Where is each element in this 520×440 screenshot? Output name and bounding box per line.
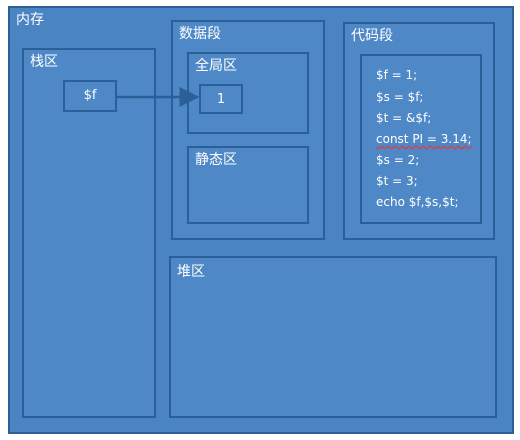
code-line: $s = 2;	[376, 153, 420, 167]
heap-area-box: 堆区	[169, 256, 497, 418]
global-value-label: 1	[216, 92, 226, 107]
static-area-box: 静态区	[187, 146, 309, 224]
stack-area-box: 栈区	[22, 48, 156, 418]
static-area-label: 静态区	[195, 152, 237, 168]
code-list-box: $f = 1; $s = $f; $t = &$f; const PI = 3.…	[360, 54, 482, 224]
code-segment-label: 代码段	[351, 28, 393, 44]
code-line: $t = 3;	[376, 174, 418, 188]
code-line: $f = 1;	[376, 68, 418, 82]
code-line: $t = &$f;	[376, 111, 432, 125]
stack-variable-box: $f	[63, 80, 117, 112]
code-line: $s = $f;	[376, 90, 424, 104]
code-line-const: const PI = 3.14;	[376, 132, 472, 146]
global-area-label: 全局区	[195, 58, 237, 74]
data-segment-label: 数据段	[179, 26, 221, 42]
code-line: const PI = 3.14;	[376, 132, 472, 146]
stack-variable-label: $f	[83, 88, 97, 103]
heap-area-label: 堆区	[177, 264, 205, 280]
memory-label: 内存	[16, 12, 44, 28]
code-line: echo $f,$s,$t;	[376, 195, 459, 209]
global-value-box: 1	[199, 84, 243, 114]
stack-area-label: 栈区	[30, 54, 58, 70]
